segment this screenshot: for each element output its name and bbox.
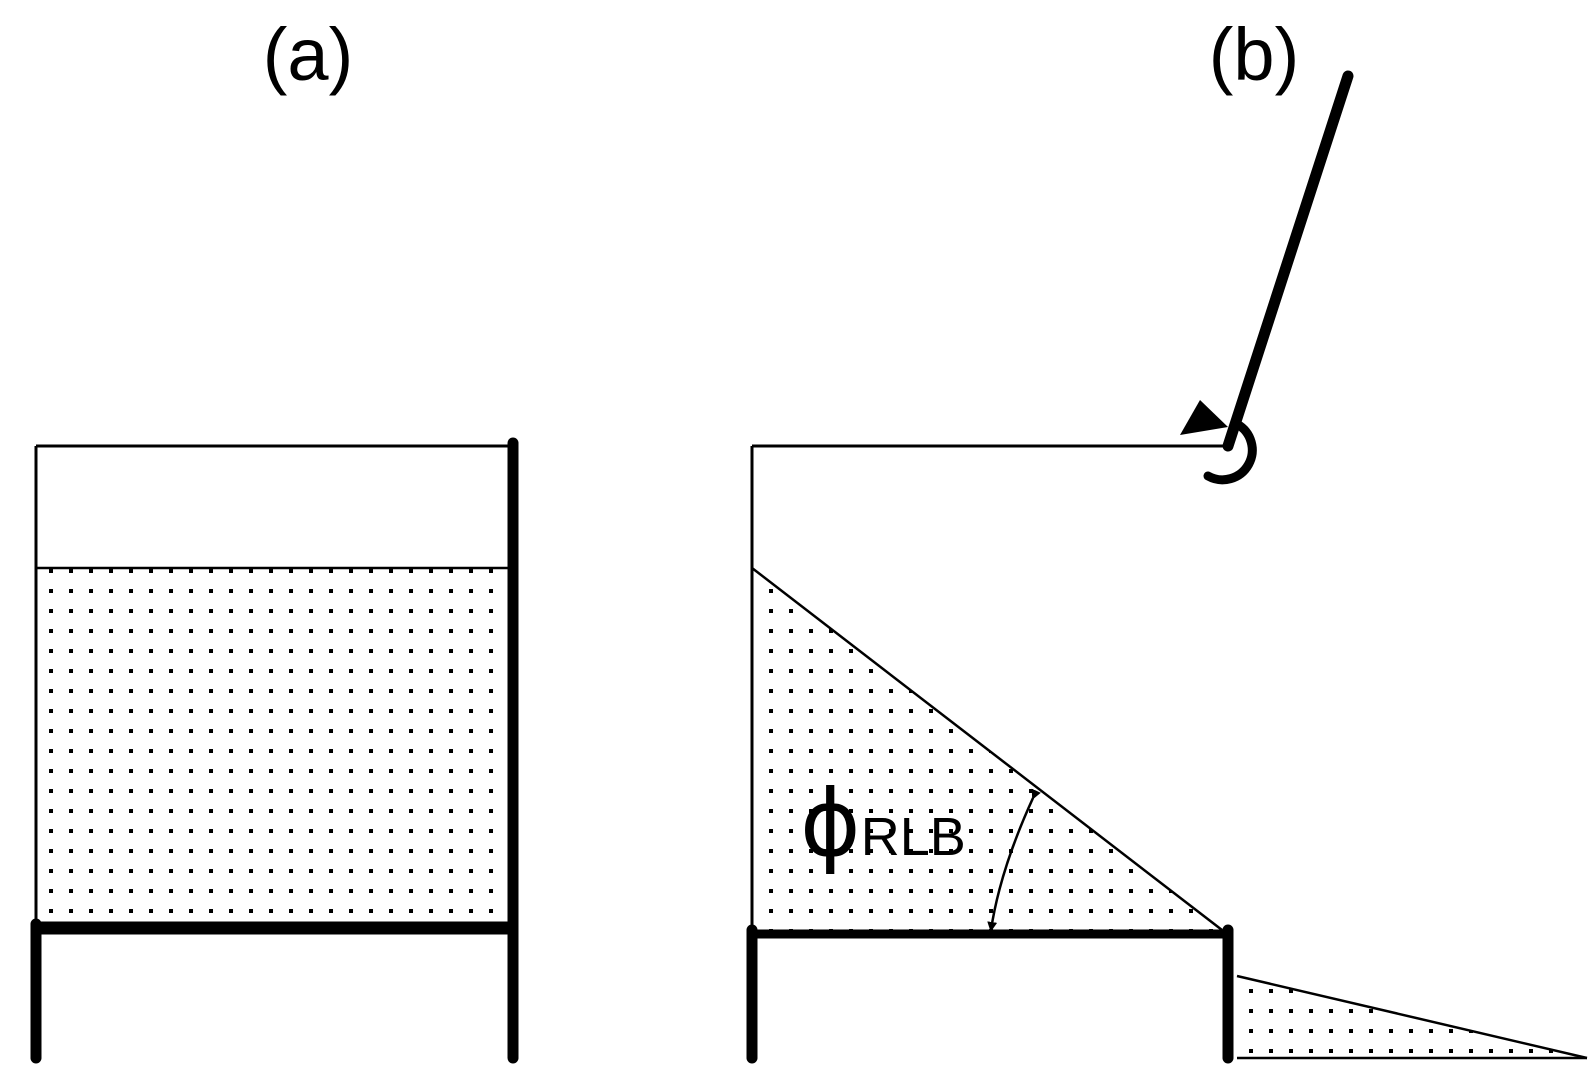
rotation-arrow-icon xyxy=(1180,400,1257,485)
panel-a-label: (a) xyxy=(263,13,353,96)
angle-arc-arrow xyxy=(987,788,1041,932)
panel-b-lifted-gate xyxy=(1222,70,1354,452)
panel-b-label: (b) xyxy=(1209,13,1299,96)
panel-b-runout-surface xyxy=(1236,974,1588,1060)
panel-b: (b) ϕRLB xyxy=(746,13,1588,1064)
angle-label-symbol: ϕ xyxy=(800,770,861,877)
panel-a-granular-fill xyxy=(36,568,513,917)
panel-b-pile-slope xyxy=(751,567,1223,931)
panel-a: (a) xyxy=(30,13,519,1064)
angle-label: ϕRLB xyxy=(800,770,966,877)
angle-label-subscript: RLB xyxy=(861,807,966,867)
